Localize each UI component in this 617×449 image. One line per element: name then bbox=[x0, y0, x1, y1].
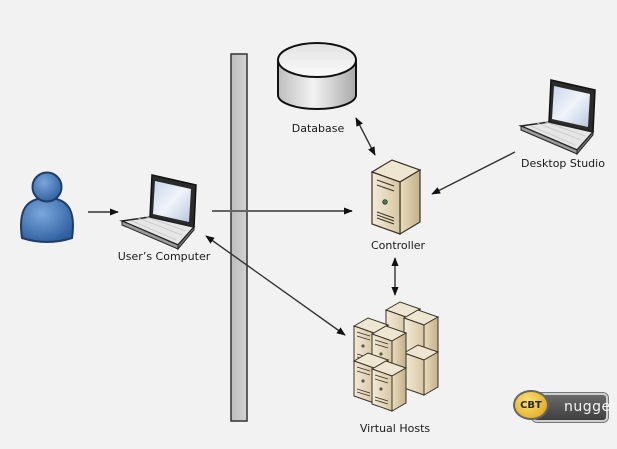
connections bbox=[88, 117, 516, 336]
edge-computer-virtual-hosts bbox=[205, 235, 346, 336]
desktop-studio-laptop-icon bbox=[518, 79, 596, 156]
users-computer-laptop-icon bbox=[119, 174, 197, 251]
database-label: Database bbox=[291, 122, 345, 135]
virtual-hosts-label: Virtual Hosts bbox=[359, 422, 431, 435]
edge-database-controller bbox=[355, 117, 376, 156]
cbt-nuggets-logo: nuggets CBT bbox=[510, 384, 617, 424]
controller-label: Controller bbox=[370, 239, 426, 252]
users-computer-label: User’s Computer bbox=[117, 250, 211, 263]
edge-desktop-studio-to-controller bbox=[431, 151, 516, 195]
logo-wordmark: nuggets bbox=[564, 399, 617, 415]
firewall-bar bbox=[230, 53, 248, 422]
desktop-studio-label: Desktop Studio bbox=[521, 157, 605, 170]
database-icon bbox=[277, 42, 357, 110]
person-icon bbox=[20, 171, 74, 243]
server-unit bbox=[402, 344, 440, 396]
virtual-hosts-server-cluster-icon bbox=[352, 301, 440, 412]
server-unit bbox=[370, 360, 408, 412]
logo-badge: CBT bbox=[513, 390, 549, 420]
controller-server-icon bbox=[370, 159, 422, 236]
